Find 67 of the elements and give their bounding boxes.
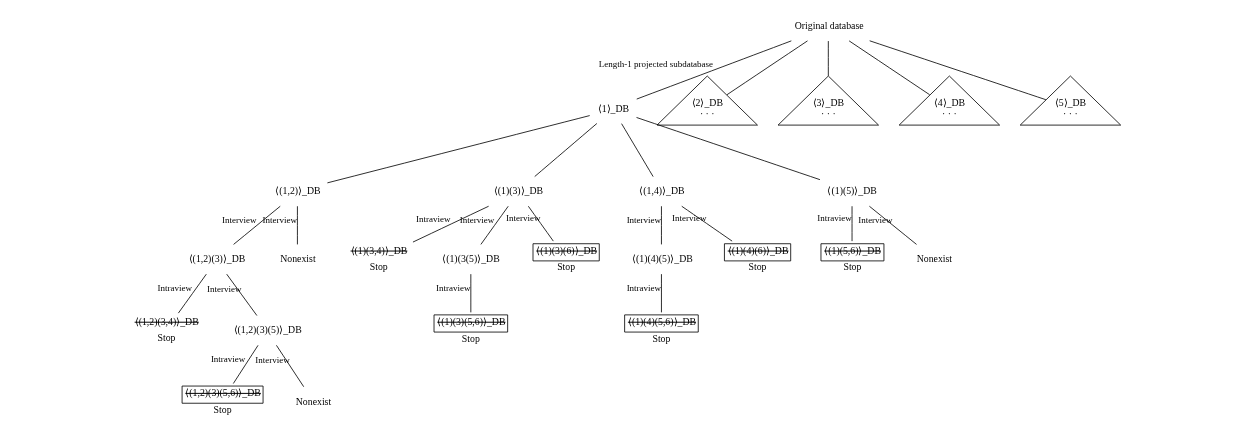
connector <box>276 344 305 388</box>
connector <box>636 40 792 100</box>
node-box: ⟨(1)(3)(6)⟩_DB <box>532 243 600 262</box>
connector <box>681 205 733 242</box>
node-label: Stop <box>843 261 862 273</box>
connector <box>726 40 808 96</box>
edge-label: Intraview <box>817 213 852 224</box>
edge-label: Interview <box>255 355 290 366</box>
edge-label: Interview <box>858 214 893 225</box>
connector <box>226 273 258 316</box>
node-text: ⟨(1)(3,4)⟩_DB <box>350 245 408 257</box>
connector <box>661 273 662 313</box>
node-label: Stop <box>652 332 671 344</box>
node-text: ⟨(1)(4)(5)⟩_DB <box>631 253 693 265</box>
connector <box>827 40 829 77</box>
connector <box>848 40 931 96</box>
edge-label: Interview <box>222 214 257 225</box>
edge-label: Interview <box>459 214 495 225</box>
connector <box>636 117 821 181</box>
edge-label: Interview <box>626 214 662 225</box>
edge-label: Interview <box>672 213 707 224</box>
edge-label: Interview <box>207 284 242 295</box>
edge-label: Intraview <box>415 213 451 224</box>
connector <box>661 205 662 245</box>
node-label: Stop <box>557 261 576 273</box>
node-label: Stop <box>213 403 232 415</box>
edge-label: Intraview <box>626 282 662 293</box>
node-text: Nonexist <box>916 253 953 265</box>
edge-label: Interview <box>262 214 298 225</box>
connector <box>232 344 259 384</box>
node-text: Nonexist <box>280 253 316 265</box>
node-label: Stop <box>369 260 388 272</box>
node-label: Stop <box>748 261 767 273</box>
connector <box>326 115 591 184</box>
connector <box>869 205 917 245</box>
node-label: Stop <box>157 331 176 343</box>
connector <box>177 273 207 314</box>
edge-label: Length-1 projected subdatabase <box>598 59 714 70</box>
node-text: ⟨(1)(3)⟩_DB <box>493 185 544 197</box>
edge-label: Intraview <box>210 353 246 364</box>
connector <box>527 205 554 242</box>
node-text: ⟨(1)(5)⟩_DB <box>827 185 877 197</box>
connector <box>621 123 654 177</box>
connector <box>297 205 298 245</box>
edge-label: Intraview <box>436 282 471 293</box>
node-text: Original database <box>794 20 864 32</box>
connector <box>412 205 490 243</box>
node-text: ⟨(1,2)(3)(5)⟩_DB <box>233 324 302 336</box>
node-text: ⟨(1)(3(5)⟩_DB <box>442 253 500 265</box>
node-box: ⟨(1)(3)(5,6)⟩_DB <box>433 314 509 333</box>
node-box: ⟨(1)(5,6)⟩_DB <box>820 243 885 262</box>
edge-label: Intraview <box>157 283 192 294</box>
node-label: Stop <box>461 332 480 344</box>
connector <box>534 123 598 177</box>
node-text: ⟨(1,2)(3)⟩_DB <box>188 253 246 265</box>
connector <box>233 205 281 245</box>
node-box: ⟨(1)(4)(5,6)⟩_DB <box>624 314 699 333</box>
node-text: ⟨(1,4)⟩_DB <box>639 185 685 197</box>
edge-label: Interview <box>506 213 541 224</box>
node-text: ⟨(1,2)(3,4)⟩_DB <box>134 316 199 328</box>
node-box: ⟨(1,2)(3)(5,6)⟩_DB <box>181 385 264 404</box>
node-box: ⟨(1)(4)(6)⟩_DB <box>724 243 792 262</box>
connector <box>480 205 509 245</box>
connector <box>869 40 1047 101</box>
node-text: ⟨(1,2)⟩_DB <box>275 185 321 197</box>
node-text: Nonexist <box>295 395 332 407</box>
node-text: ⟨1⟩_DB <box>597 102 630 114</box>
